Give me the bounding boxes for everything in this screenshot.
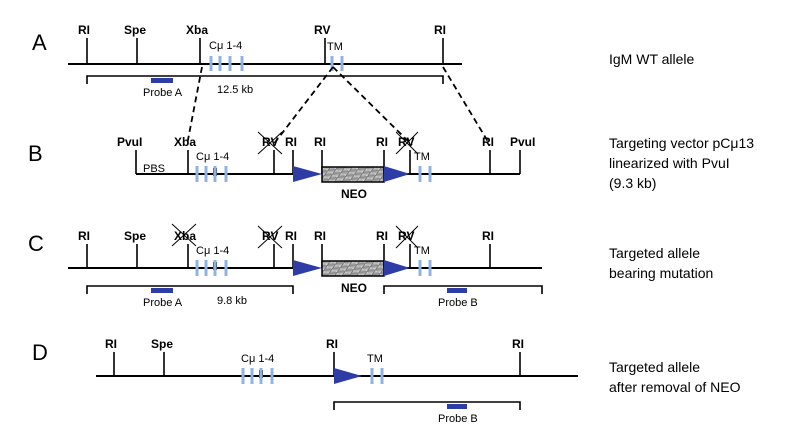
pvui-label: PvuI — [510, 135, 535, 149]
description: Targeting vector pCμ13 — [609, 135, 754, 151]
spe-label: Spe — [124, 23, 146, 37]
probe-a-label: Probe A — [143, 297, 183, 309]
loxp-triangle — [293, 166, 322, 182]
ri-label: RI — [326, 337, 338, 351]
neo-cassette — [321, 166, 385, 183]
description: linearized with PvuI — [609, 155, 730, 171]
pbs-label: PBS — [143, 163, 165, 175]
exon-label: Cμ 1-4 — [196, 245, 229, 257]
loxp-triangle — [384, 166, 410, 182]
description: (9.3 kb) — [609, 175, 656, 191]
panel-b: B PvuI PBS Xba Cμ 1-4 RV RI RI NEO RI RV… — [28, 131, 754, 201]
probe-b — [447, 288, 467, 293]
ri-label: RI — [314, 135, 326, 149]
fragment-bracket — [333, 401, 521, 410]
rv-label: RV — [314, 23, 330, 37]
probe-b-label: Probe B — [438, 297, 478, 309]
tm-label: TM — [414, 245, 430, 257]
fragment-bracket — [383, 285, 543, 294]
ri-label: RI — [285, 229, 297, 243]
loxp-triangle — [384, 260, 410, 276]
spe-label: Spe — [151, 337, 173, 351]
panel-letter-d: D — [32, 340, 48, 365]
ri-label: RI — [482, 229, 494, 243]
panel-d: D RI Spe Cμ 1-4 RI TM RI Probe B Targete… — [32, 337, 741, 425]
ri-label: RI — [105, 337, 117, 351]
pvui-label: PvuI — [117, 135, 142, 149]
neo-cassette — [321, 260, 385, 277]
neo-label: NEO — [341, 187, 367, 201]
fragment-bracket — [86, 75, 444, 84]
ri-label: RI — [78, 229, 90, 243]
tm-label: TM — [327, 41, 343, 53]
ri-label: RI — [434, 23, 446, 37]
probe-a-label: Probe A — [143, 87, 183, 99]
tm-label: TM — [367, 353, 383, 365]
panel-letter-a: A — [32, 30, 47, 55]
fragment-bracket — [86, 285, 294, 294]
description: IgM WT allele — [609, 51, 695, 67]
exon-label: Cμ 1-4 — [209, 40, 242, 52]
description: after removal of NEO — [609, 379, 741, 395]
probe-b-label: Probe B — [438, 413, 478, 425]
ri-label: RI — [78, 23, 90, 37]
probe-a — [151, 78, 173, 83]
xba-label: Xba — [174, 135, 196, 149]
ri-label: RI — [376, 229, 388, 243]
spe-label: Spe — [124, 229, 146, 243]
homology-lines — [186, 66, 491, 146]
ri-label: RI — [512, 337, 524, 351]
exon-label: Cμ 1-4 — [196, 151, 229, 163]
panel-letter-c: C — [28, 231, 44, 256]
description: Targeted allele — [609, 245, 700, 261]
fragment-size-label: 12.5 kb — [217, 84, 253, 96]
description: Targeted allele — [609, 359, 700, 375]
neo-label: NEO — [341, 281, 367, 295]
ri-label: RI — [482, 135, 494, 149]
panel-c: C RI Spe Xba Cμ 1-4 RV RI RI NEO RI RV — [28, 223, 713, 309]
loxp-triangle — [334, 368, 362, 384]
probe-b — [447, 404, 467, 409]
ri-label: RI — [376, 135, 388, 149]
panel-a: A RI Spe Xba Cμ 1-4 RV TM RI Probe A 12.… — [32, 23, 695, 99]
ri-label: RI — [314, 229, 326, 243]
tm-label: TM — [414, 151, 430, 163]
probe-a — [151, 288, 173, 293]
ri-label: RI — [285, 135, 297, 149]
fragment-size-label: 9.8 kb — [217, 295, 247, 307]
loxp-triangle — [293, 260, 322, 276]
exon-label: Cμ 1-4 — [241, 353, 274, 365]
description: bearing mutation — [609, 265, 713, 281]
panel-letter-b: B — [28, 141, 43, 166]
xba-label: Xba — [186, 23, 208, 37]
